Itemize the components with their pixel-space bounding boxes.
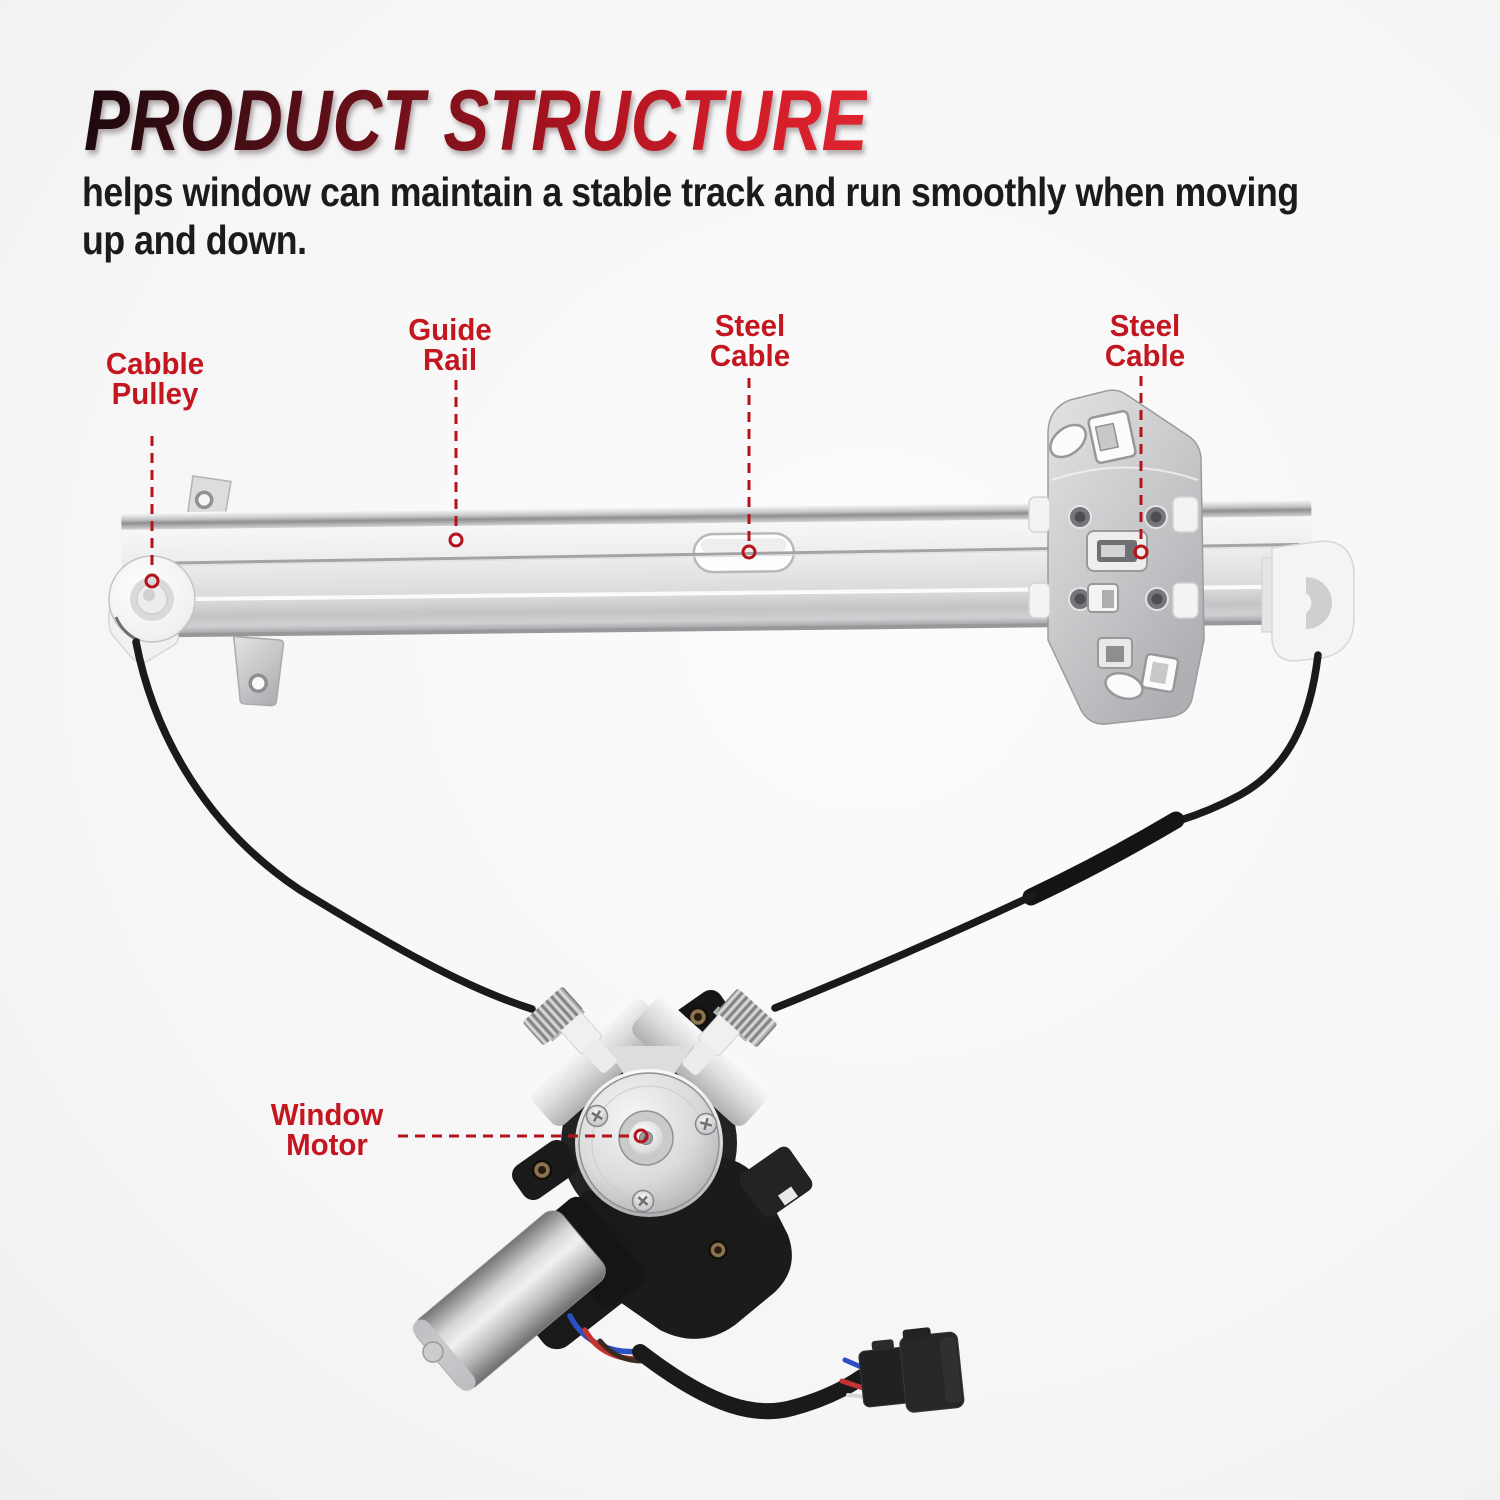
callout-steel-cable-left: Steel Cable: [709, 308, 791, 373]
wire-connector: [858, 1327, 965, 1413]
motor-cylinder: [412, 1196, 644, 1392]
page-title: PRODUCT STRUCTURE: [84, 73, 868, 169]
callout-leader-lines: [144, 376, 1149, 1144]
callout-cable-pulley: Cabble Pulley: [105, 346, 205, 411]
page-subtitle: helps window can maintain a stable track…: [82, 169, 1299, 263]
motor-wiring-harness: [567, 1313, 871, 1420]
leader-guide-rail: [448, 380, 464, 548]
guide-rail: [121, 475, 1313, 707]
cable-pulley: [107, 555, 196, 663]
rail-mount-tab-lower: [232, 635, 285, 707]
right-drive-cable: [1174, 651, 1322, 825]
callout-steel-cable-right: Steel Cable: [1104, 308, 1186, 373]
rail-end-cap: [1261, 540, 1355, 662]
leader-cable-pulley: [144, 436, 160, 589]
bracket-cable-slot: [1086, 530, 1148, 572]
callout-window-motor: Window Motor: [270, 1097, 384, 1162]
callout-guide-rail: Guide Rail: [408, 312, 492, 377]
leader-steel-cable-left: [741, 378, 757, 560]
left-drive-cable: [132, 638, 536, 1013]
window-motor-assembly: [412, 987, 965, 1420]
leader-window-motor: [398, 1128, 649, 1144]
motor-drum-face: [578, 1072, 720, 1214]
cable-tension-springs: [523, 987, 777, 1075]
regulator-cables: [132, 638, 1322, 1013]
window-bracket: [1028, 389, 1205, 725]
drum-screws: [585, 1104, 718, 1213]
cable-sleeve: [1022, 811, 1185, 906]
leader-steel-cable-right: [1133, 376, 1149, 560]
